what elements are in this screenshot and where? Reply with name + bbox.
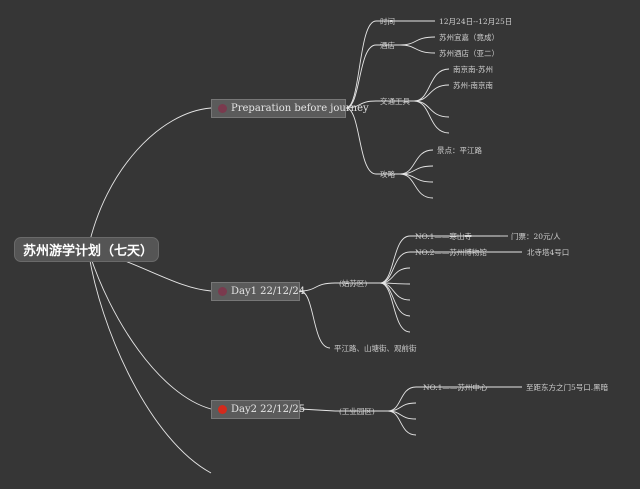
connector-prep-time	[345, 20, 377, 109]
connector-gusu-3	[379, 267, 411, 284]
connector-root-more	[87, 248, 212, 474]
priority-dot-icon	[218, 287, 227, 296]
connector-prep-guide	[345, 107, 377, 175]
branch-preparation-label: Preparation before journey	[231, 103, 369, 114]
spot-suzhou-museum[interactable]: NO.2——苏州博物馆	[415, 248, 487, 257]
connector-gusu-1	[379, 235, 411, 284]
topic-hotel-option-1[interactable]: 苏州宜嘉（竟成）	[439, 33, 499, 42]
connector-root-day2	[87, 248, 212, 410]
topic-transport-route-2[interactable]: 苏州-南京南	[453, 81, 494, 90]
branch-day1[interactable]: Day1 22/12/24	[211, 282, 305, 301]
connector-park-1	[387, 386, 417, 412]
connector-hotel-1	[399, 36, 436, 46]
connector-hotel-2	[399, 44, 436, 54]
topic-industrial-park[interactable]: (工业园区)	[339, 407, 375, 416]
branch-day2[interactable]: Day2 22/12/25	[211, 400, 305, 419]
connector-gusu-5	[379, 282, 411, 301]
topic-streets[interactable]: 平江路、山塘街、观前街	[334, 344, 417, 353]
spot-museum-exit[interactable]: 北寺塔4号口	[527, 248, 570, 257]
connector-transport-3	[413, 100, 450, 118]
priority-dot-icon	[218, 104, 227, 113]
topic-guide-spot[interactable]: 景点：平江路	[437, 146, 482, 155]
topic-hotel-option-2[interactable]: 苏州酒店（亚二）	[439, 49, 499, 58]
spot-suzhou-center[interactable]: NO.1——苏州中心	[423, 383, 488, 392]
topic-transport-route-1[interactable]: 南京南-苏州	[453, 65, 494, 74]
spot-hanshan-temple[interactable]: NO.1——寒山寺	[415, 232, 472, 241]
spot-hanshan-ticket[interactable]: 门票：20元/人	[511, 232, 561, 241]
connector-root-preparation	[87, 107, 212, 250]
connector-day1-gusu	[299, 282, 336, 292]
connector-gusu-2	[379, 251, 411, 284]
connector-prep-hotel	[345, 44, 377, 109]
connector-day1-streets	[299, 290, 331, 349]
topic-transport[interactable]: 交通工具	[380, 97, 410, 106]
branch-day1-label: Day1 22/12/24	[231, 286, 306, 297]
branch-preparation[interactable]: Preparation before journey	[211, 99, 369, 118]
root-node-label: 苏州游学计划（七天）	[23, 244, 154, 259]
priority-dot-icon	[218, 405, 227, 414]
branch-day2-label: Day2 22/12/25	[231, 404, 306, 415]
connector-prep-transport	[345, 100, 377, 109]
connector-guide-4	[399, 173, 434, 199]
topic-time[interactable]: 时间	[380, 17, 395, 26]
connector-gusu-7	[379, 282, 411, 333]
connector-transport-4	[413, 100, 450, 134]
connector-guide-1	[399, 149, 434, 175]
connector-transport-1	[413, 68, 450, 102]
connector-transport-2	[413, 84, 450, 102]
topic-time-value[interactable]: 12月24日--12月25日	[439, 17, 513, 26]
topic-guide[interactable]: 攻略	[380, 170, 395, 179]
topic-hotel[interactable]: 酒店	[380, 41, 395, 50]
root-node[interactable]: 苏州游学计划（七天）	[14, 237, 159, 262]
topic-gusu-district[interactable]: (姑苏区)	[339, 279, 368, 288]
connector-park-4	[387, 410, 417, 436]
connector-day2-park	[299, 408, 336, 412]
spot-suzhou-center-note[interactable]: 至距东方之门5号口.黑暗	[526, 383, 609, 392]
